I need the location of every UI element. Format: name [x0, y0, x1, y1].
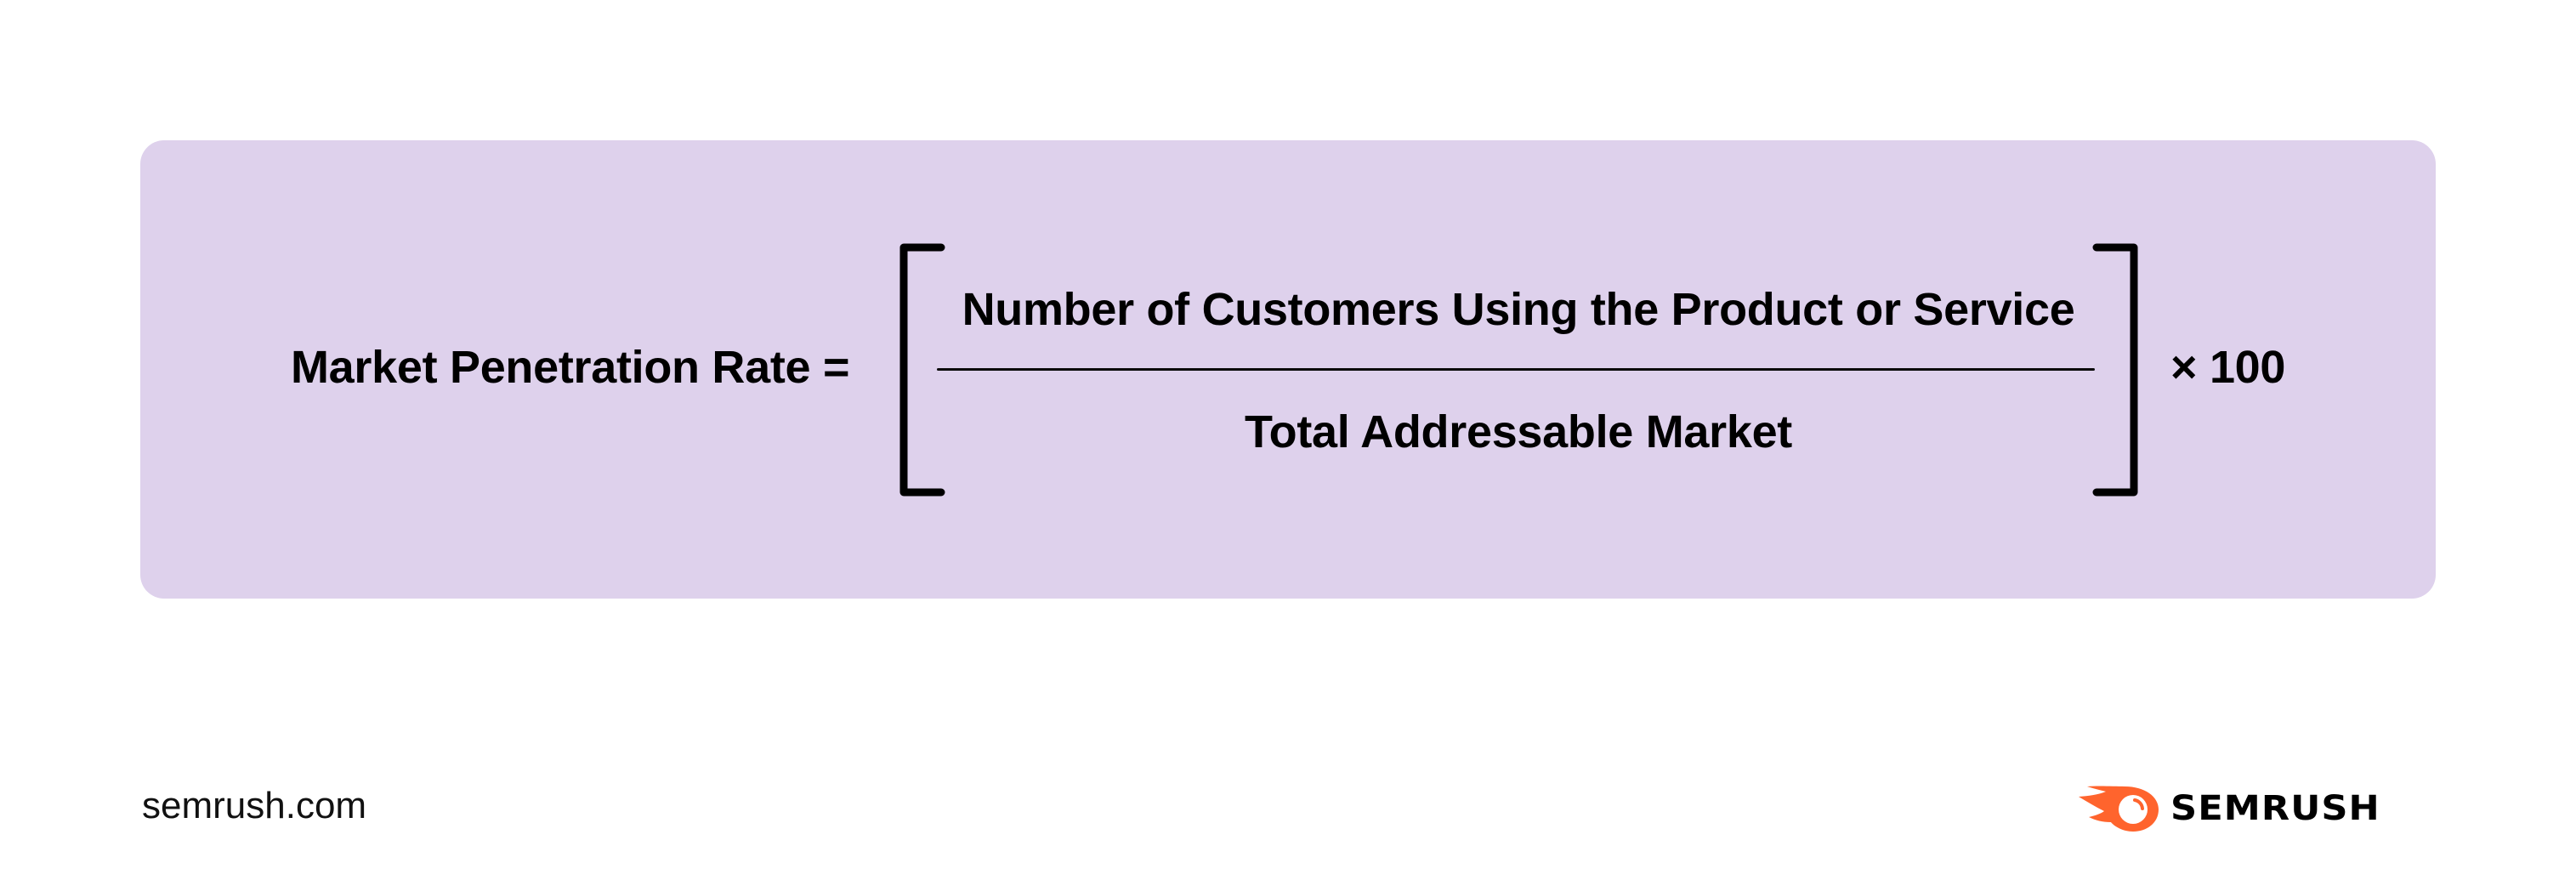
formula-lhs-label: Market Penetration Rate =: [291, 342, 850, 393]
formula-numerator: Number of Customers Using the Product or…: [962, 284, 2075, 335]
right-bracket-icon: [2092, 243, 2138, 497]
fraction-divider: [937, 368, 2095, 371]
formula-multiplier: × 100: [2170, 342, 2286, 393]
semrush-wordmark: SEMRUSH: [2170, 789, 2380, 828]
semrush-logo: SEMRUSH: [2077, 784, 2380, 833]
footer-domain: semrush.com: [142, 785, 367, 826]
semrush-fireball-icon: [2079, 786, 2159, 832]
left-bracket-icon: [899, 243, 945, 497]
formula-denominator: Total Addressable Market: [1245, 406, 1792, 457]
formula-card: Market Penetration Rate = Number of Cust…: [140, 140, 2436, 599]
